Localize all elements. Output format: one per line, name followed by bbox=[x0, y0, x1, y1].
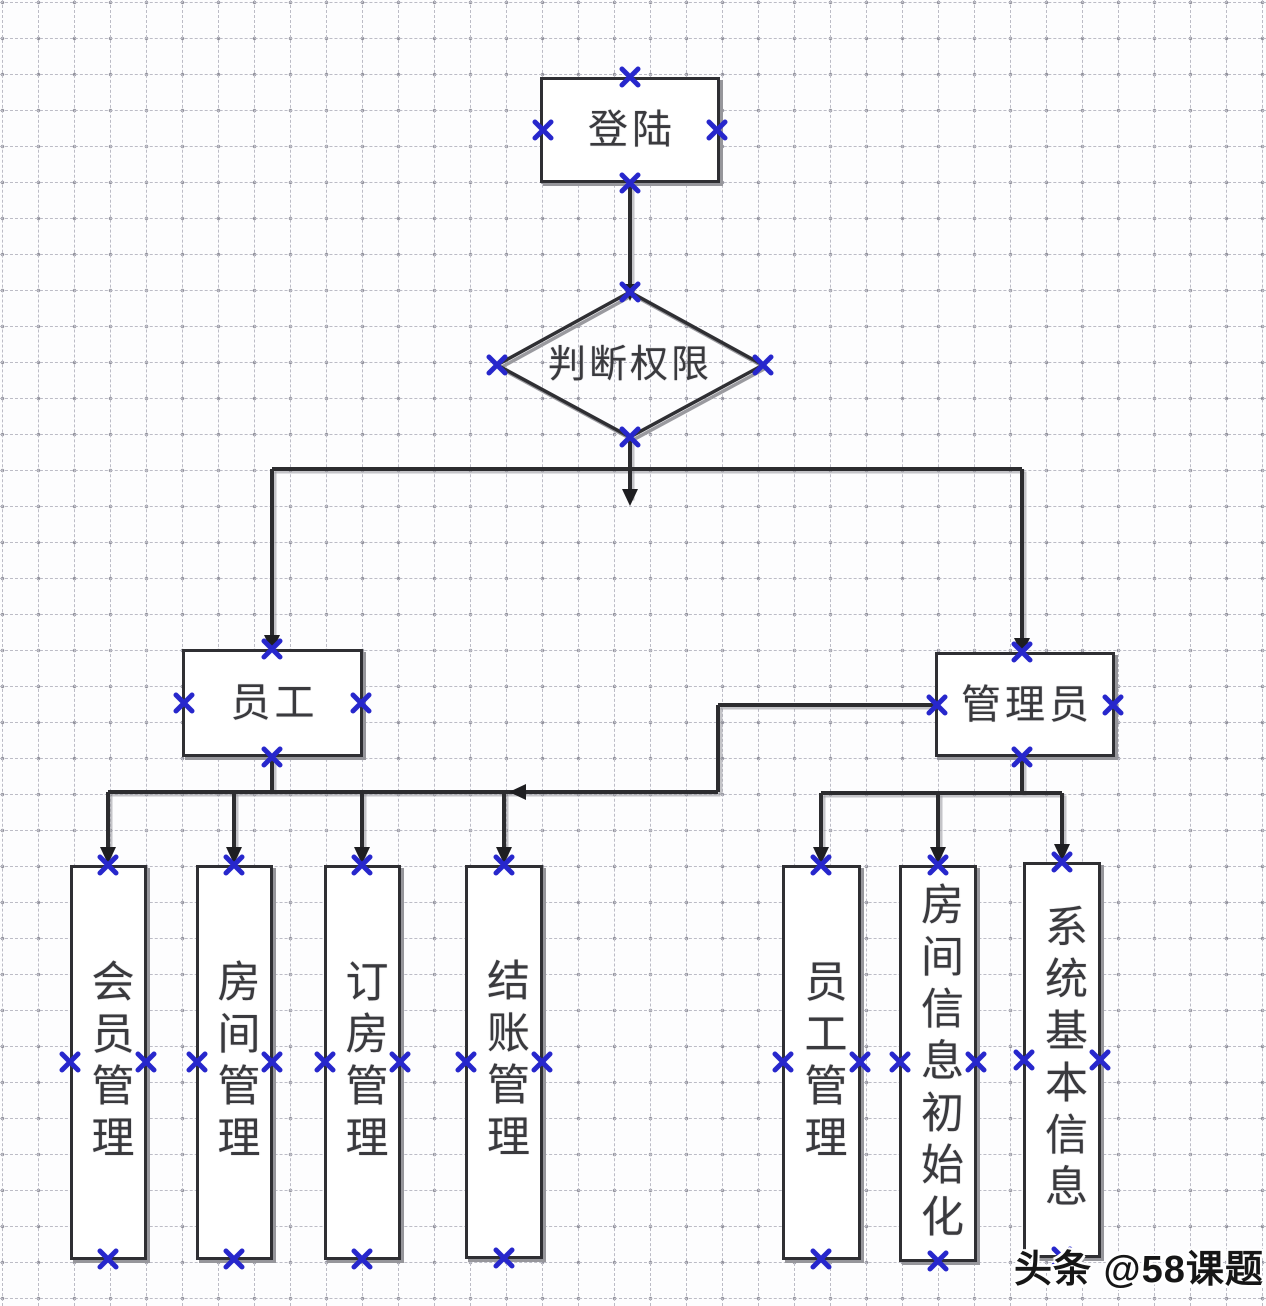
grid-line-vertical bbox=[1190, 0, 1191, 1306]
grid-line-horizontal bbox=[0, 830, 1266, 831]
grid-line-horizontal bbox=[0, 38, 1266, 39]
grid-line-horizontal bbox=[0, 578, 1266, 579]
grid-line-horizontal bbox=[0, 398, 1266, 399]
grid-line-horizontal bbox=[0, 326, 1266, 327]
arrowhead-down-icon bbox=[1054, 844, 1070, 861]
node-employee: 员工 bbox=[182, 649, 363, 757]
node-label: 订房管理 bbox=[339, 958, 386, 1167]
node-employee-management: 员工管理 bbox=[782, 865, 861, 1260]
grid-line-horizontal bbox=[0, 470, 1266, 471]
grid-line-vertical bbox=[722, 0, 723, 1306]
node-label: 房间信息初始化 bbox=[914, 881, 962, 1246]
grid-line-vertical bbox=[758, 0, 759, 1306]
node-system-basic-info: 系统基本信息 bbox=[1023, 862, 1101, 1258]
arrowhead-down-icon bbox=[354, 847, 370, 864]
node-admin: 管理员 bbox=[935, 652, 1115, 757]
connection-x-icon bbox=[619, 426, 641, 448]
watermark: 头条 @58课题 bbox=[1014, 1249, 1264, 1291]
node-checkout-management: 结账管理 bbox=[465, 865, 543, 1259]
grid-line-vertical bbox=[2, 0, 3, 1306]
arrowhead-left-icon bbox=[509, 784, 526, 800]
grid-line-horizontal bbox=[0, 1298, 1266, 1299]
arrowhead-down-icon bbox=[622, 489, 638, 506]
grid-line-vertical bbox=[434, 0, 435, 1306]
arrowhead-down-icon bbox=[496, 847, 512, 864]
grid-line-horizontal bbox=[0, 254, 1266, 255]
grid-line-vertical bbox=[866, 0, 867, 1306]
connection-x-icon bbox=[752, 354, 774, 376]
grid-line-horizontal bbox=[0, 218, 1266, 219]
grid-line-horizontal bbox=[0, 2, 1266, 3]
grid-line-vertical bbox=[1226, 0, 1227, 1306]
connection-x-icon bbox=[486, 354, 508, 376]
arrowhead-down-icon bbox=[622, 284, 638, 301]
node-permission-check: 判断权限 bbox=[520, 344, 740, 386]
connection-x-icon bbox=[619, 281, 641, 303]
grid-line-horizontal bbox=[0, 542, 1266, 543]
grid-line-horizontal bbox=[0, 794, 1266, 795]
grid-line-vertical bbox=[614, 0, 615, 1306]
grid-line-vertical bbox=[578, 0, 579, 1306]
node-label: 系统基本信息 bbox=[1038, 904, 1086, 1216]
grid-line-vertical bbox=[1154, 0, 1155, 1306]
node-label: 登陆 bbox=[588, 107, 676, 152]
node-member-management: 会员管理 bbox=[70, 865, 147, 1260]
grid-line-horizontal bbox=[0, 758, 1266, 759]
grid-line-vertical bbox=[650, 0, 651, 1306]
grid-line-horizontal bbox=[0, 614, 1266, 615]
node-label: 管理员 bbox=[961, 681, 1093, 727]
grid-line-vertical bbox=[686, 0, 687, 1306]
node-label: 员工管理 bbox=[798, 958, 845, 1167]
node-label: 会员管理 bbox=[85, 958, 132, 1167]
arrowhead-down-icon bbox=[100, 847, 116, 864]
grid-line-horizontal bbox=[0, 290, 1266, 291]
node-room-management: 房间管理 bbox=[196, 865, 273, 1260]
node-label: 判断权限 bbox=[547, 344, 712, 386]
node-login: 登陆 bbox=[540, 77, 720, 183]
grid-line-horizontal bbox=[0, 74, 1266, 75]
node-booking-management: 订房管理 bbox=[324, 865, 401, 1260]
node-label: 结账管理 bbox=[480, 958, 528, 1166]
grid-line-horizontal bbox=[0, 506, 1266, 507]
node-label: 员工 bbox=[230, 680, 319, 725]
grid-line-vertical bbox=[1118, 0, 1119, 1306]
grid-line-vertical bbox=[38, 0, 39, 1306]
arrowhead-down-icon bbox=[226, 847, 242, 864]
arrowhead-down-icon bbox=[930, 847, 946, 864]
arrowhead-down-icon bbox=[813, 847, 829, 864]
node-room-info-initialization: 房间信息初始化 bbox=[899, 865, 977, 1262]
grid-line-vertical bbox=[1262, 0, 1263, 1306]
node-label: 房间管理 bbox=[211, 958, 258, 1167]
grid-line-horizontal bbox=[0, 434, 1266, 435]
